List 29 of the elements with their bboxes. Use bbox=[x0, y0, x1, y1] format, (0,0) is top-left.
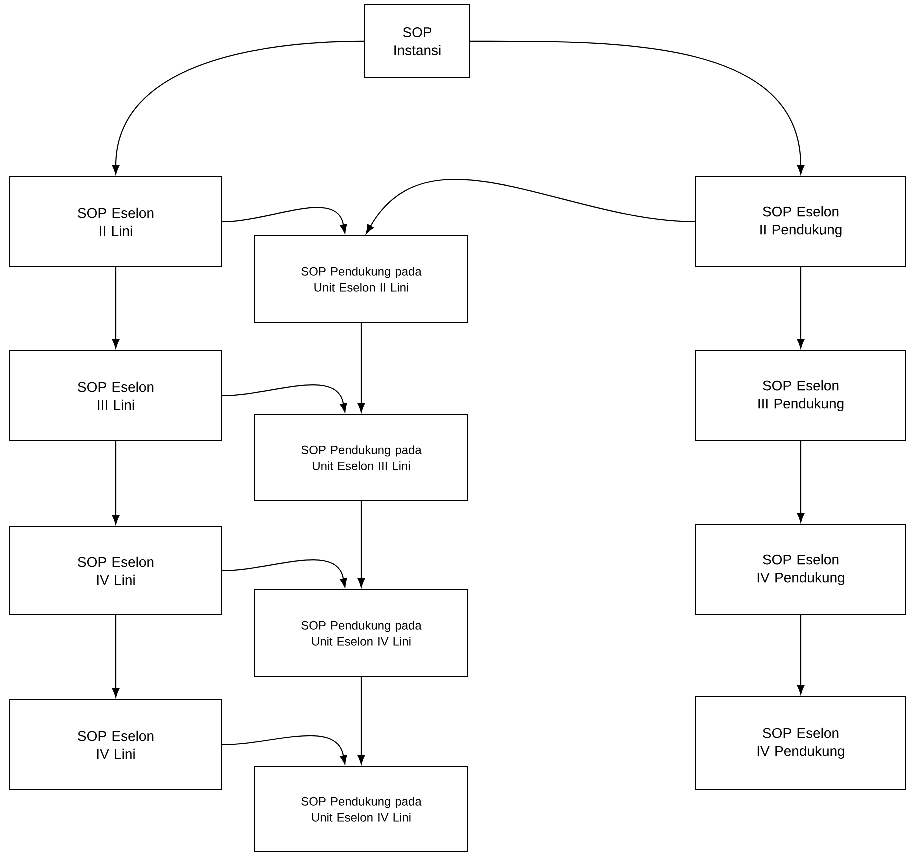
arrow bbox=[222, 207, 348, 234]
arrow bbox=[112, 441, 120, 525]
arrow bbox=[358, 323, 366, 413]
arrow bbox=[358, 501, 366, 588]
process-box: SOP Eselon IV Pendukung bbox=[696, 696, 906, 790]
arrow bbox=[358, 677, 366, 765]
arrow bbox=[470, 40, 805, 175]
process-box: SOP Eselon III Pendukung bbox=[696, 350, 906, 442]
arrow bbox=[112, 40, 365, 175]
process-box: SOP Pendukung pada Unit Eselon II Lini bbox=[254, 235, 468, 324]
process-box: SOP Pendukung pada Unit Eselon IV Lini bbox=[254, 766, 468, 852]
process-box: SOP Pendukung pada Unit Eselon IV Lini bbox=[254, 589, 468, 678]
arrow bbox=[222, 735, 348, 765]
process-box: SOP Eselon III Lini bbox=[10, 350, 222, 442]
process-box: SOP Instansi bbox=[364, 4, 470, 78]
process-box: SOP Eselon IV Pendukung bbox=[696, 524, 906, 616]
process-box: SOP Eselon II Pendukung bbox=[696, 176, 906, 268]
arrow bbox=[112, 267, 120, 349]
process-box: SOP Eselon II Lini bbox=[10, 176, 222, 268]
arrow bbox=[797, 615, 805, 695]
arrow bbox=[112, 615, 120, 698]
arrow bbox=[366, 179, 696, 234]
arrow bbox=[222, 384, 348, 413]
arrow bbox=[222, 560, 348, 588]
process-box: SOP Eselon IV Lini bbox=[10, 699, 222, 790]
process-box: SOP Pendukung pada Unit Eselon III Lini bbox=[254, 414, 468, 502]
arrow bbox=[797, 267, 805, 349]
process-box: SOP Eselon IV Lini bbox=[10, 526, 222, 616]
arrow bbox=[797, 441, 805, 523]
